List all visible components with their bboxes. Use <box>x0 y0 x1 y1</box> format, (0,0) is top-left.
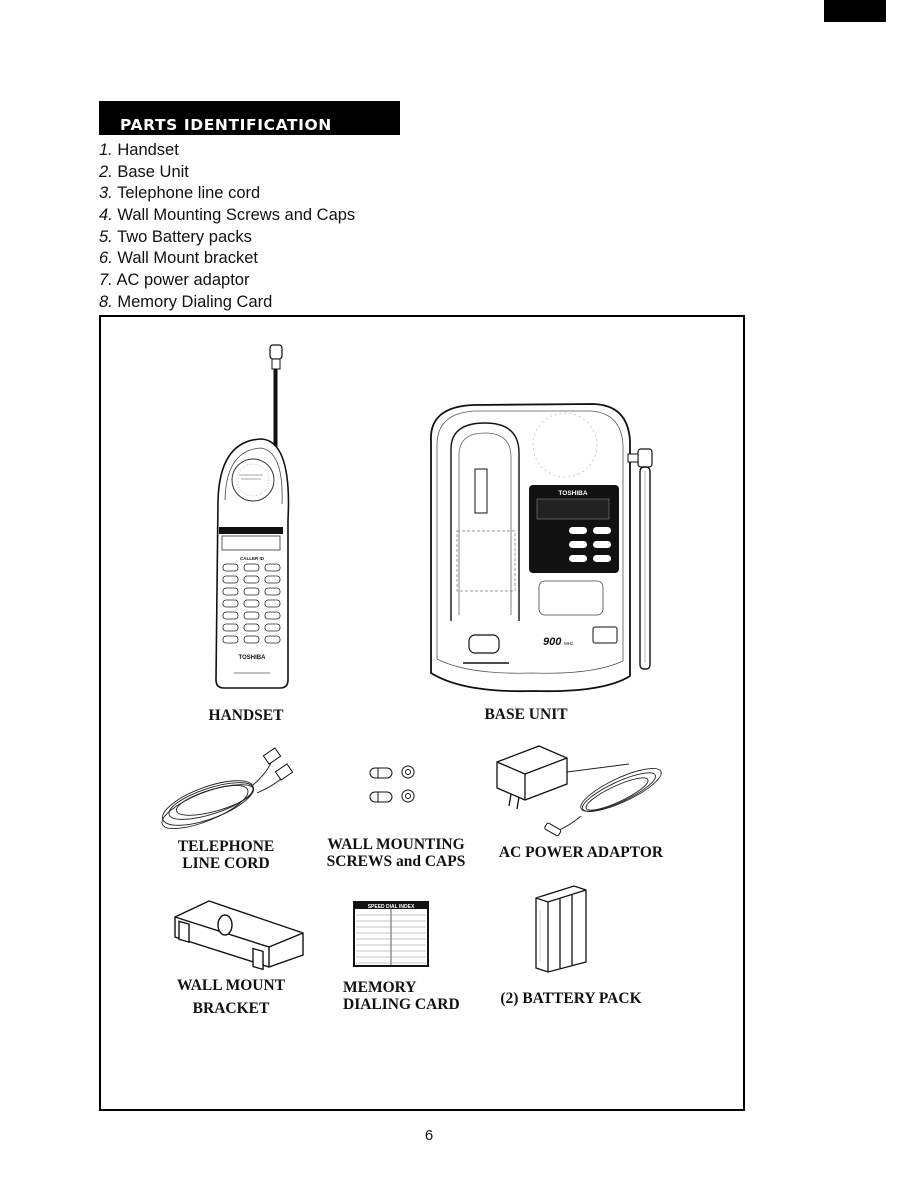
part-number: 1. <box>99 141 113 159</box>
parts-list-item: 6. Wall Mount bracket <box>99 248 355 270</box>
wall-mount-bracket-caption: WALL MOUNT BRACKET <box>156 977 306 1017</box>
part-label: AC power adaptor <box>116 271 250 290</box>
memory-dialing-card-caption-line: DIALING CARD <box>343 996 460 1013</box>
parts-list-item: 3. Telephone line cord <box>99 183 355 205</box>
base-unit-caption: BASE UNIT <box>484 706 568 723</box>
parts-list-item: 1. Handset <box>99 140 355 162</box>
part-number: 4. <box>99 206 113 225</box>
part-label: Memory Dialing Card <box>117 292 273 311</box>
part-label: Wall Mount bracket <box>117 249 258 268</box>
parts-list-item: 2. Base Unit <box>99 162 355 184</box>
memory-dialing-card-caption-line: MEMORY <box>343 979 417 996</box>
battery-pack-illustration <box>535 885 587 973</box>
telephone-line-cord-caption: TELEPHONE LINE CORD <box>161 838 291 872</box>
part-number: 2. <box>99 162 113 181</box>
wall-mount-bracket-caption-line: WALL MOUNT <box>176 977 286 994</box>
part-number: 8. <box>99 292 113 311</box>
parts-list: 1. Handset 2. Base Unit 3. Telephone lin… <box>99 140 355 314</box>
handset-brand-label: TOSHIBA <box>239 655 267 661</box>
corner-tab <box>824 0 886 22</box>
model-badge: 900 <box>543 636 562 648</box>
ac-power-adaptor-illustration <box>496 745 662 837</box>
memory-dialing-card-caption: MEMORY DIALING CARD <box>336 979 483 1013</box>
wall-mount-bracket-caption-line: BRACKET <box>192 1000 270 1017</box>
page-number: 6 <box>424 1127 434 1144</box>
handset-illustration: CALLER ID TOSHIBA <box>215 344 290 689</box>
handset-caption: HANDSET <box>208 707 284 724</box>
part-number: 3. <box>99 184 113 203</box>
model-badge-unit: MHz <box>564 641 574 646</box>
part-label: Telephone line cord <box>117 184 261 203</box>
parts-list-item: 8. Memory Dialing Card <box>99 292 355 314</box>
wall-mount-bracket-illustration <box>174 900 304 970</box>
ac-power-adaptor-caption: AC POWER ADAPTOR <box>498 844 664 861</box>
telephone-line-cord-caption-line: TELEPHONE <box>177 838 275 855</box>
wall-mounting-screws-caption-line: WALL MOUNTING <box>327 836 465 853</box>
battery-pack-caption: (2) BATTERY PACK <box>500 990 642 1007</box>
part-label: Two Battery packs <box>117 227 252 246</box>
memory-card-header-label: SPEED DIAL INDEX <box>368 904 415 910</box>
parts-figure-frame: CALLER ID TOSHIBA <box>99 315 745 1111</box>
base-brand-label: TOSHIBA <box>558 490 587 497</box>
part-label: Wall Mounting Screws and Caps <box>117 206 356 225</box>
part-number: 7. <box>99 271 113 290</box>
part-label: Handset <box>117 141 179 159</box>
wall-mounting-screws-caption-line: SCREWS and CAPS <box>326 853 466 870</box>
section-header: PARTS IDENTIFICATION <box>99 101 400 135</box>
wall-mounting-screws-illustration <box>369 765 415 803</box>
parts-list-item: 5. Two Battery packs <box>99 227 355 249</box>
wall-mounting-screws-caption: WALL MOUNTING SCREWS and CAPS <box>311 836 481 870</box>
handset-caller-id-label: CALLER ID <box>240 556 265 561</box>
base-unit-illustration: TOSHIBA 900 MHz <box>430 403 653 693</box>
memory-dialing-card-illustration: SPEED DIAL INDEX <box>353 901 429 967</box>
telephone-line-cord-caption-line: LINE CORD <box>182 855 270 872</box>
parts-list-item: 4. Wall Mounting Screws and Caps <box>99 205 355 227</box>
part-label: Base Unit <box>117 162 189 181</box>
telephone-line-cord-illustration <box>161 747 293 830</box>
part-number: 6. <box>99 249 113 268</box>
parts-list-item: 7. AC power adaptor <box>99 270 355 292</box>
part-number: 5. <box>99 227 113 246</box>
